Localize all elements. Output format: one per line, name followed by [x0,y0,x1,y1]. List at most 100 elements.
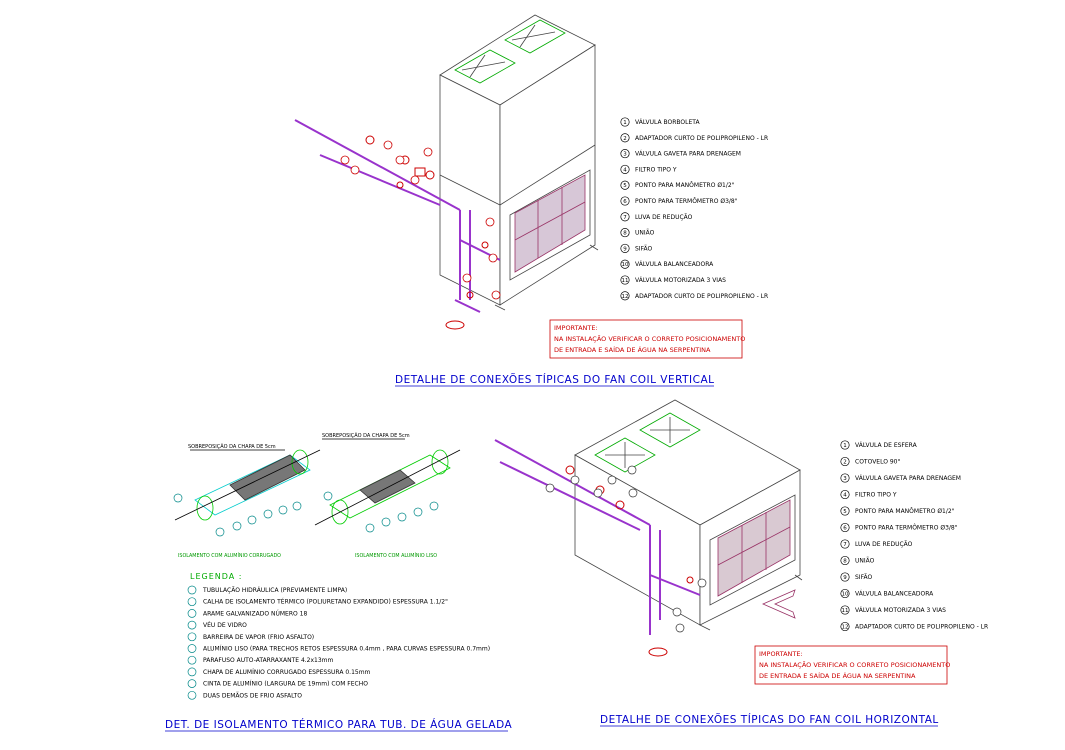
vertical-note-line2: DE ENTRADA E SAÍDA DE ÁGUA NA SERPENTINA [554,345,711,354]
vertical-legend-item-number: 3 [623,152,627,158]
insulation-legend-label: ALUMÍNIO LISO (PARA TRECHOS RETOS ESPESS… [203,646,490,653]
callout-circle [840,572,850,582]
vertical-legend-item-number: 6 [623,199,627,205]
horizontal-callouts [545,465,707,633]
vertical-note-line1: NA INSTALAÇÃO VERIFICAR O CORRETO POSICI… [554,334,745,343]
callout-circle [840,456,850,467]
vertical-legend-item: 9 SIFÃO [620,243,652,253]
callout-circle [840,440,850,450]
horizontal-legend-item-label: SIFÃO [855,574,872,581]
vertical-legend-item-number: 8 [623,231,627,237]
vertical-fan-coil-unit [439,14,599,311]
insulation-legend-label: BARREIRA DE VAPOR (FRIO ASFALTO) [203,634,314,641]
insulation-legend-item: CINTA DE ALUMÍNIO (LARGURA DE 19mm) COM … [187,679,368,688]
legend-marker [187,667,197,677]
vertical-legend-item-number: 11 [622,278,629,284]
callout-circle [620,133,630,143]
horizontal-legend-item-number: 10 [842,592,849,598]
legend-marker [187,679,197,688]
insulation-legend-label: CINTA DE ALUMÍNIO (LARGURA DE 19mm) COM … [203,681,368,688]
horizontal-legend-item-label: COTOVELO 90° [855,459,900,466]
vertical-legend-item-label: LUVA DE REDUÇÃO [635,214,693,221]
horizontal-legend-item-number: 8 [843,559,847,565]
callout-circle [840,621,850,632]
callout-circle [840,506,850,516]
callout-circle [840,489,850,500]
vertical-legend-item: 1 VÁLVULA BORBOLETA [620,117,700,127]
insulation-legend-item: CHAPA DE ALUMÍNIO CORRUGADO ESPESSURA 0.… [187,667,371,677]
insulation-callouts [173,491,439,537]
vertical-legend-item-label: VÁLVULA BALANCEADORA [635,261,714,268]
legend-marker [187,609,197,618]
insulation-corrugated: SOBREPOSIÇÃO DA CHAPA DE 5cm [174,443,321,521]
vertical-legend-item-number: 5 [623,183,627,189]
vertical-legend-item-number: 9 [623,246,627,252]
horizontal-legend-item-number: 1 [843,443,847,449]
caption-corrugated: ISOLAMENTO COM ALUMÍNIO CORRUGADO [178,552,281,559]
callout-circle [620,164,630,174]
callout-circle [620,275,630,285]
horizontal-note-line2: DE ENTRADA E SAÍDA DE ÁGUA NA SERPENTINA [759,671,916,680]
callout-circle [620,228,630,238]
vertical-legend-item-number: 10 [622,262,629,268]
callout-circle [620,212,630,222]
callout-circle [620,196,630,206]
horizontal-legend-item-number: 6 [843,526,847,532]
insulation-smooth: SOBREPOSIÇÃO DA CHAPA DE 5cm [314,432,461,526]
horizontal-legend-item-number: 9 [843,575,847,581]
horizontal-legend-item-number: 4 [843,493,847,499]
horizontal-legend-item-label: LUVA DE REDUÇÃO [855,541,913,548]
insulation-legend-item: DUAS DEMÃOS DE FRIO ASFALTO [187,690,302,700]
legend-marker [187,644,197,653]
callout-circle [840,588,850,599]
callout-circle [840,555,850,566]
vertical-legend-item-number: 2 [623,136,627,142]
vertical-legend-item-number: 4 [623,167,627,173]
vertical-legend-item-label: VÁLVULA GAVETA PARA DRENAGEM [635,151,741,158]
vertical-piping [294,119,501,313]
vertical-legend-item-number: 12 [622,294,629,300]
insulation-legend-item: PARAFUSO AUTO-ATARRAXANTE 4.2x13mm [187,655,334,665]
insulation-legend-label: CHAPA DE ALUMÍNIO CORRUGADO ESPESSURA 0.… [203,669,371,676]
callout-circle [620,149,630,159]
callout-circle [840,605,850,615]
vertical-legend-item-label: VÁLVULA BORBOLETA [635,119,700,126]
vertical-legend-item: 10 VÁLVULA BALANCEADORA [620,259,714,269]
vertical-legend-item-number: 1 [623,120,627,126]
insulation-legend-item: BARREIRA DE VAPOR (FRIO ASFALTO) [187,632,314,642]
insulation-legend-item: ALUMÍNIO LISO (PARA TRECHOS RETOS ESPESS… [187,644,490,653]
legend-marker [187,655,197,665]
vertical-legend-item-number: 7 [623,215,627,221]
overlap-label-left: SOBREPOSIÇÃO DA CHAPA DE 5cm [188,443,276,450]
legend-marker [187,597,197,607]
vertical-legend-item: 11 VÁLVULA MOTORIZADA 3 VIAS [620,275,726,285]
horizontal-legend-item-label: VÁLVULA BALANCEADORA [855,591,934,598]
legend-marker [187,632,197,642]
insulation-legend-label: DUAS DEMÃOS DE FRIO ASFALTO [203,692,302,699]
horizontal-legend-item-number: 3 [843,476,847,482]
vertical-legend-item: 3 VÁLVULA GAVETA PARA DRENAGEM [620,149,741,159]
vertical-legend-item-label: SIFÃO [635,245,652,252]
vertical-note: IMPORTANTE: NA INSTALAÇÃO VERIFICAR O CO… [549,319,745,359]
insulation-legend-item: TUBULAÇÃO HIDRÁULICA (PREVIAMENTE LIMPA) [187,585,347,595]
airflow-arrow [762,589,796,619]
horizontal-note: IMPORTANTE: NA INSTALAÇÃO VERIFICAR O CO… [754,645,950,685]
legend-marker [187,585,197,595]
vertical-legend-item-label: VÁLVULA MOTORIZADA 3 VIAS [635,277,726,284]
horizontal-legend-item-label: PONTO PARA MANÔMETRO Ø1/2" [855,508,955,515]
insulation-legend-item: VÉU DE VIDRO [187,620,247,630]
horizontal-legend-item-label: VÁLVULA MOTORIZADA 3 VIAS [855,607,946,614]
